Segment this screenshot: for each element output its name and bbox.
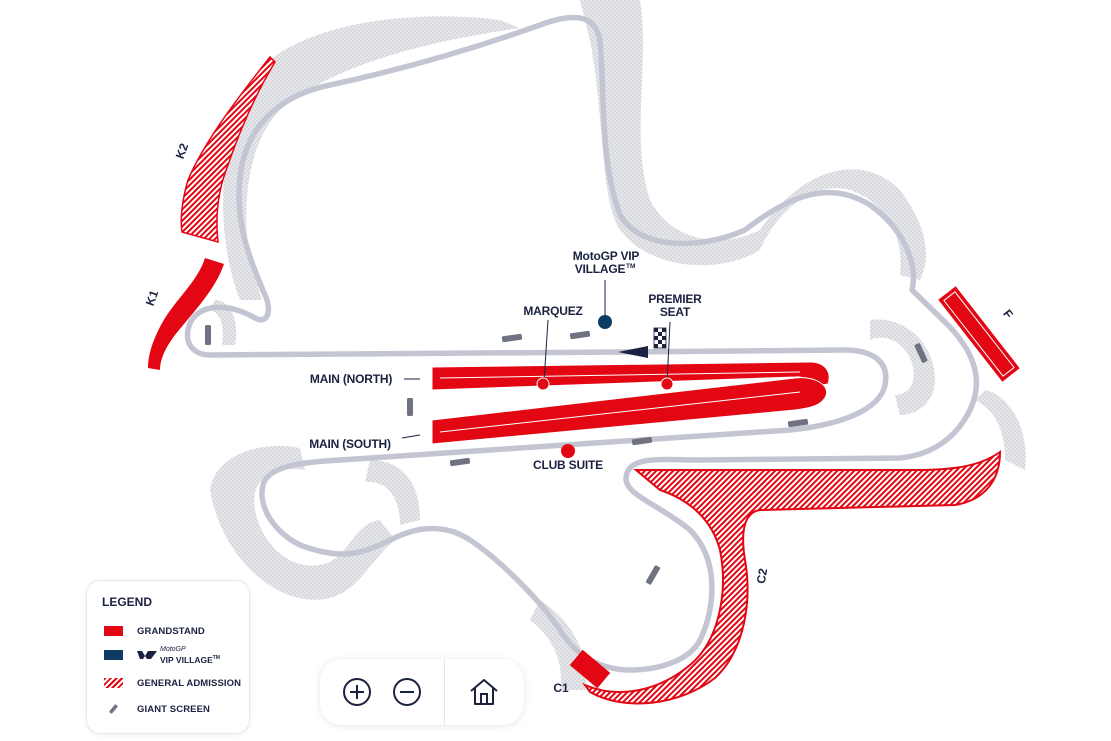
vip-village-swatch bbox=[104, 650, 123, 660]
legend-item-giant-screen: GIANT SCREEN bbox=[104, 701, 210, 717]
main-north-label: MAIN (NORTH) bbox=[310, 372, 392, 386]
runoff-areas bbox=[210, 0, 1026, 690]
giant-screen-icon bbox=[787, 418, 809, 428]
controls-divider bbox=[444, 659, 445, 725]
legend-title: LEGEND bbox=[102, 595, 153, 609]
legend-item-grandstand: GRANDSTAND bbox=[104, 623, 205, 639]
legend-item-vip-village: MotoGP VIP VILLAGETM bbox=[104, 646, 220, 664]
c1-label: C1 bbox=[553, 681, 569, 695]
k1-label: K1 bbox=[143, 288, 162, 308]
logo-line2: VIP VILLAGETM bbox=[160, 654, 220, 665]
motogp-vip-village-logo: MotoGP VIP VILLAGETM bbox=[137, 646, 220, 664]
runoff-south bbox=[365, 460, 420, 525]
c2-label: C2 bbox=[754, 567, 771, 585]
runoff-south-west bbox=[210, 445, 395, 600]
vip-village-marker[interactable] bbox=[598, 315, 612, 329]
marquez-label: MARQUEZ bbox=[523, 304, 582, 318]
runoff-hairpin bbox=[530, 600, 586, 690]
legend-label-grandstand: GRANDSTAND bbox=[137, 625, 205, 637]
grandstand-c1[interactable] bbox=[569, 649, 611, 689]
giant-screen-icon bbox=[569, 330, 591, 340]
k2-label: K2 bbox=[173, 141, 192, 161]
f-label: F bbox=[1000, 307, 1016, 321]
runoff-far-east bbox=[975, 390, 1026, 470]
plus-circle-icon[interactable] bbox=[341, 676, 373, 708]
giant-screens bbox=[205, 325, 928, 585]
legend-panel: LEGEND GRANDSTAND MotoGP VIP VILLAGETM G… bbox=[86, 580, 250, 734]
home-icon[interactable] bbox=[468, 676, 500, 708]
giant-screen-icon bbox=[205, 325, 211, 345]
legend-label-giant-screen: GIANT SCREEN bbox=[137, 703, 210, 715]
main-south-inner-line bbox=[439, 391, 801, 433]
vip-village-tm: TM bbox=[626, 263, 635, 270]
vip-village-label-line1: MotoGP VIP bbox=[573, 249, 640, 263]
general-admission-swatch bbox=[104, 678, 123, 688]
leader-lines bbox=[401, 280, 671, 439]
premier-seat-label-line2: SEAT bbox=[660, 305, 691, 319]
giant-screen-icon bbox=[914, 343, 928, 363]
main-north-inner-line bbox=[439, 371, 801, 379]
legend-item-general-admission: GENERAL ADMISSION bbox=[104, 675, 241, 691]
general-admission-areas bbox=[180, 55, 1002, 705]
club-suite-marker[interactable] bbox=[561, 444, 575, 458]
ga-k2[interactable] bbox=[180, 55, 276, 244]
main-south-label: MAIN (SOUTH) bbox=[309, 437, 391, 451]
premier-seat-marker[interactable] bbox=[660, 377, 674, 391]
minus-circle-icon[interactable] bbox=[391, 676, 423, 708]
race-track bbox=[184, 14, 980, 673]
runoff-north-east bbox=[580, 0, 926, 280]
club-suite-label: CLUB SUITE bbox=[533, 458, 603, 472]
giant-screen-icon bbox=[631, 436, 653, 446]
giant-screen-icon bbox=[645, 565, 661, 585]
map-controls bbox=[320, 659, 524, 725]
checkered-flag-icon bbox=[653, 327, 667, 349]
grandstand-f[interactable] bbox=[938, 286, 1020, 382]
ga-c2[interactable] bbox=[582, 450, 1002, 705]
legend-label-general-admission: GENERAL ADMISSION bbox=[137, 677, 242, 689]
runoff-north-west bbox=[223, 16, 520, 301]
grandstands bbox=[148, 258, 1020, 689]
premier-seat-label-line1: PREMIER bbox=[648, 292, 702, 306]
start-finish bbox=[618, 327, 667, 358]
giant-screen-swatch-icon bbox=[109, 704, 118, 714]
grandstand-swatch bbox=[104, 626, 123, 636]
logo-line1: MotoGP bbox=[160, 646, 186, 654]
vip-village-label-line2: VILLAGE bbox=[575, 262, 626, 276]
giant-screen-icon bbox=[407, 398, 413, 416]
direction-arrow-icon bbox=[618, 346, 648, 358]
marquez-marker[interactable] bbox=[536, 377, 550, 391]
giant-screen-icon bbox=[501, 333, 523, 343]
giant-screen-icon bbox=[449, 457, 471, 467]
motogp-logo-icon bbox=[137, 651, 157, 659]
runoff-k-side bbox=[210, 300, 237, 345]
grandstand-k1[interactable] bbox=[148, 258, 224, 370]
